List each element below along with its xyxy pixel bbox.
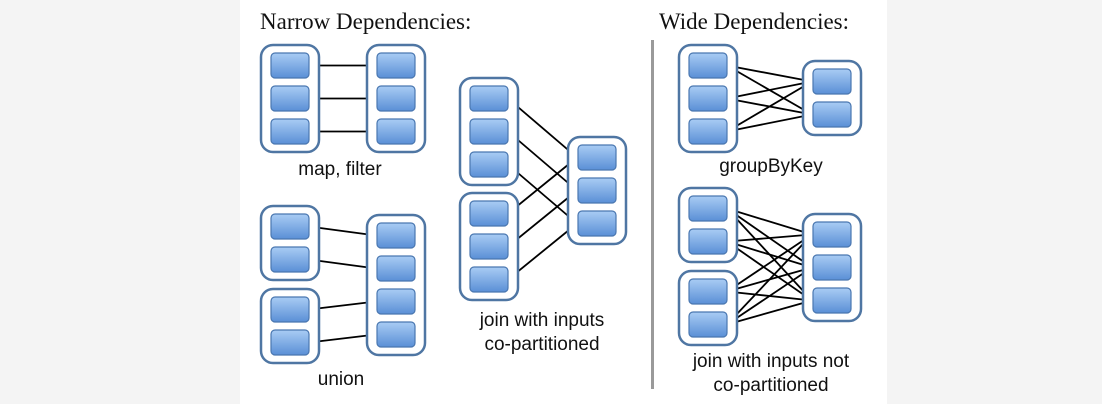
partition: [469, 233, 509, 260]
partition: [577, 177, 617, 204]
partition: [812, 254, 852, 281]
partition: [688, 85, 728, 112]
map-filter-output-rdd: [365, 43, 427, 154]
union-input-rdd-2: [259, 287, 321, 365]
partition: [270, 52, 310, 79]
join-not-copartitioned-output-rdd: [801, 212, 863, 323]
dependency-arrow: [726, 240, 813, 302]
partition: [270, 213, 310, 240]
dependency-arrow: [726, 240, 813, 270]
dependency-arrow: [507, 156, 578, 215]
caption-line: co-partitioned: [484, 334, 600, 355]
join-copartitioned-input-rdd-2: [458, 191, 520, 302]
dependency-arrow: [726, 266, 813, 326]
partition: [577, 210, 617, 237]
caption-line: co-partitioned: [713, 375, 829, 396]
partition: [469, 118, 509, 145]
partition: [812, 101, 852, 128]
partition: [270, 85, 310, 112]
partition: [376, 255, 416, 282]
partition: [376, 288, 416, 315]
partition: [688, 118, 728, 145]
partition: [688, 52, 728, 79]
partition: [688, 311, 728, 338]
union-input-rdd-1: [259, 204, 321, 282]
caption-join-copartitioned: join with inputs co-partitioned: [480, 309, 605, 357]
join-not-copartitioned-input-rdd-1: [677, 186, 739, 264]
dependency-arrow: [726, 64, 813, 85]
dependency-arrow: [726, 111, 813, 133]
join-copartitioned-input-rdd-1: [458, 76, 520, 187]
narrow-dependencies-heading: Narrow Dependencies:: [260, 9, 472, 34]
dependency-arrow: [507, 189, 578, 248]
caption-union: union: [318, 368, 365, 392]
partition: [812, 221, 852, 248]
union-output-rdd: [365, 213, 427, 357]
partition: [469, 200, 509, 227]
partition: [270, 118, 310, 145]
join-not-copartitioned-input-rdd-2: [677, 269, 739, 347]
partition: [812, 287, 852, 314]
caption-line: join with inputs: [479, 310, 605, 331]
rdd-container: [365, 213, 427, 357]
dependency-diagrams: [259, 43, 863, 365]
caption-join-not-copartitioned: join with inputs not co-partitioned: [693, 350, 849, 398]
partition: [469, 85, 509, 112]
caption-groupbykey: groupByKey: [719, 155, 823, 179]
caption-line: join with inputs not: [692, 351, 850, 372]
dependency-arrow: [507, 130, 578, 192]
map-filter-input-rdd-1: [259, 43, 321, 154]
caption-line: map, filter: [298, 159, 382, 180]
partition: [688, 278, 728, 305]
groupbykey-input-rdd-1: [677, 43, 739, 154]
section-divider: [651, 40, 654, 389]
partition: [376, 52, 416, 79]
dependency-arrow: [726, 80, 813, 133]
partition: [688, 228, 728, 255]
partition: [376, 85, 416, 112]
dependency-arrow: [726, 233, 813, 326]
partition: [577, 144, 617, 171]
partition: [812, 68, 852, 95]
partition: [469, 151, 509, 178]
dependency-arrow: [507, 222, 578, 281]
join-copartitioned-output-rdd: [566, 135, 628, 246]
dependency-arrow: [507, 97, 578, 159]
dependency-arrow: [507, 163, 578, 225]
groupbykey-output-rdd: [801, 59, 863, 137]
partition: [688, 195, 728, 222]
caption-line: union: [317, 369, 365, 390]
wide-dependencies-heading: Wide Dependencies:: [659, 9, 850, 34]
partition: [376, 321, 416, 348]
partition: [469, 266, 509, 293]
partition: [270, 246, 310, 273]
partition: [270, 296, 310, 323]
rdd-dependencies-figure: Narrow Dependencies: Wide Dependencies: …: [240, 0, 887, 404]
partition: [376, 118, 416, 145]
dependency-arrow: [726, 207, 813, 237]
partition: [376, 222, 416, 249]
dependency-arrow: [726, 78, 813, 100]
dependency-arrow: [726, 298, 813, 326]
caption-line: groupByKey: [719, 156, 823, 177]
partition: [270, 329, 310, 356]
dependency-arrow: [726, 233, 813, 293]
dependency-arrow: [726, 230, 813, 243]
caption-map-filter: map, filter: [298, 158, 381, 182]
